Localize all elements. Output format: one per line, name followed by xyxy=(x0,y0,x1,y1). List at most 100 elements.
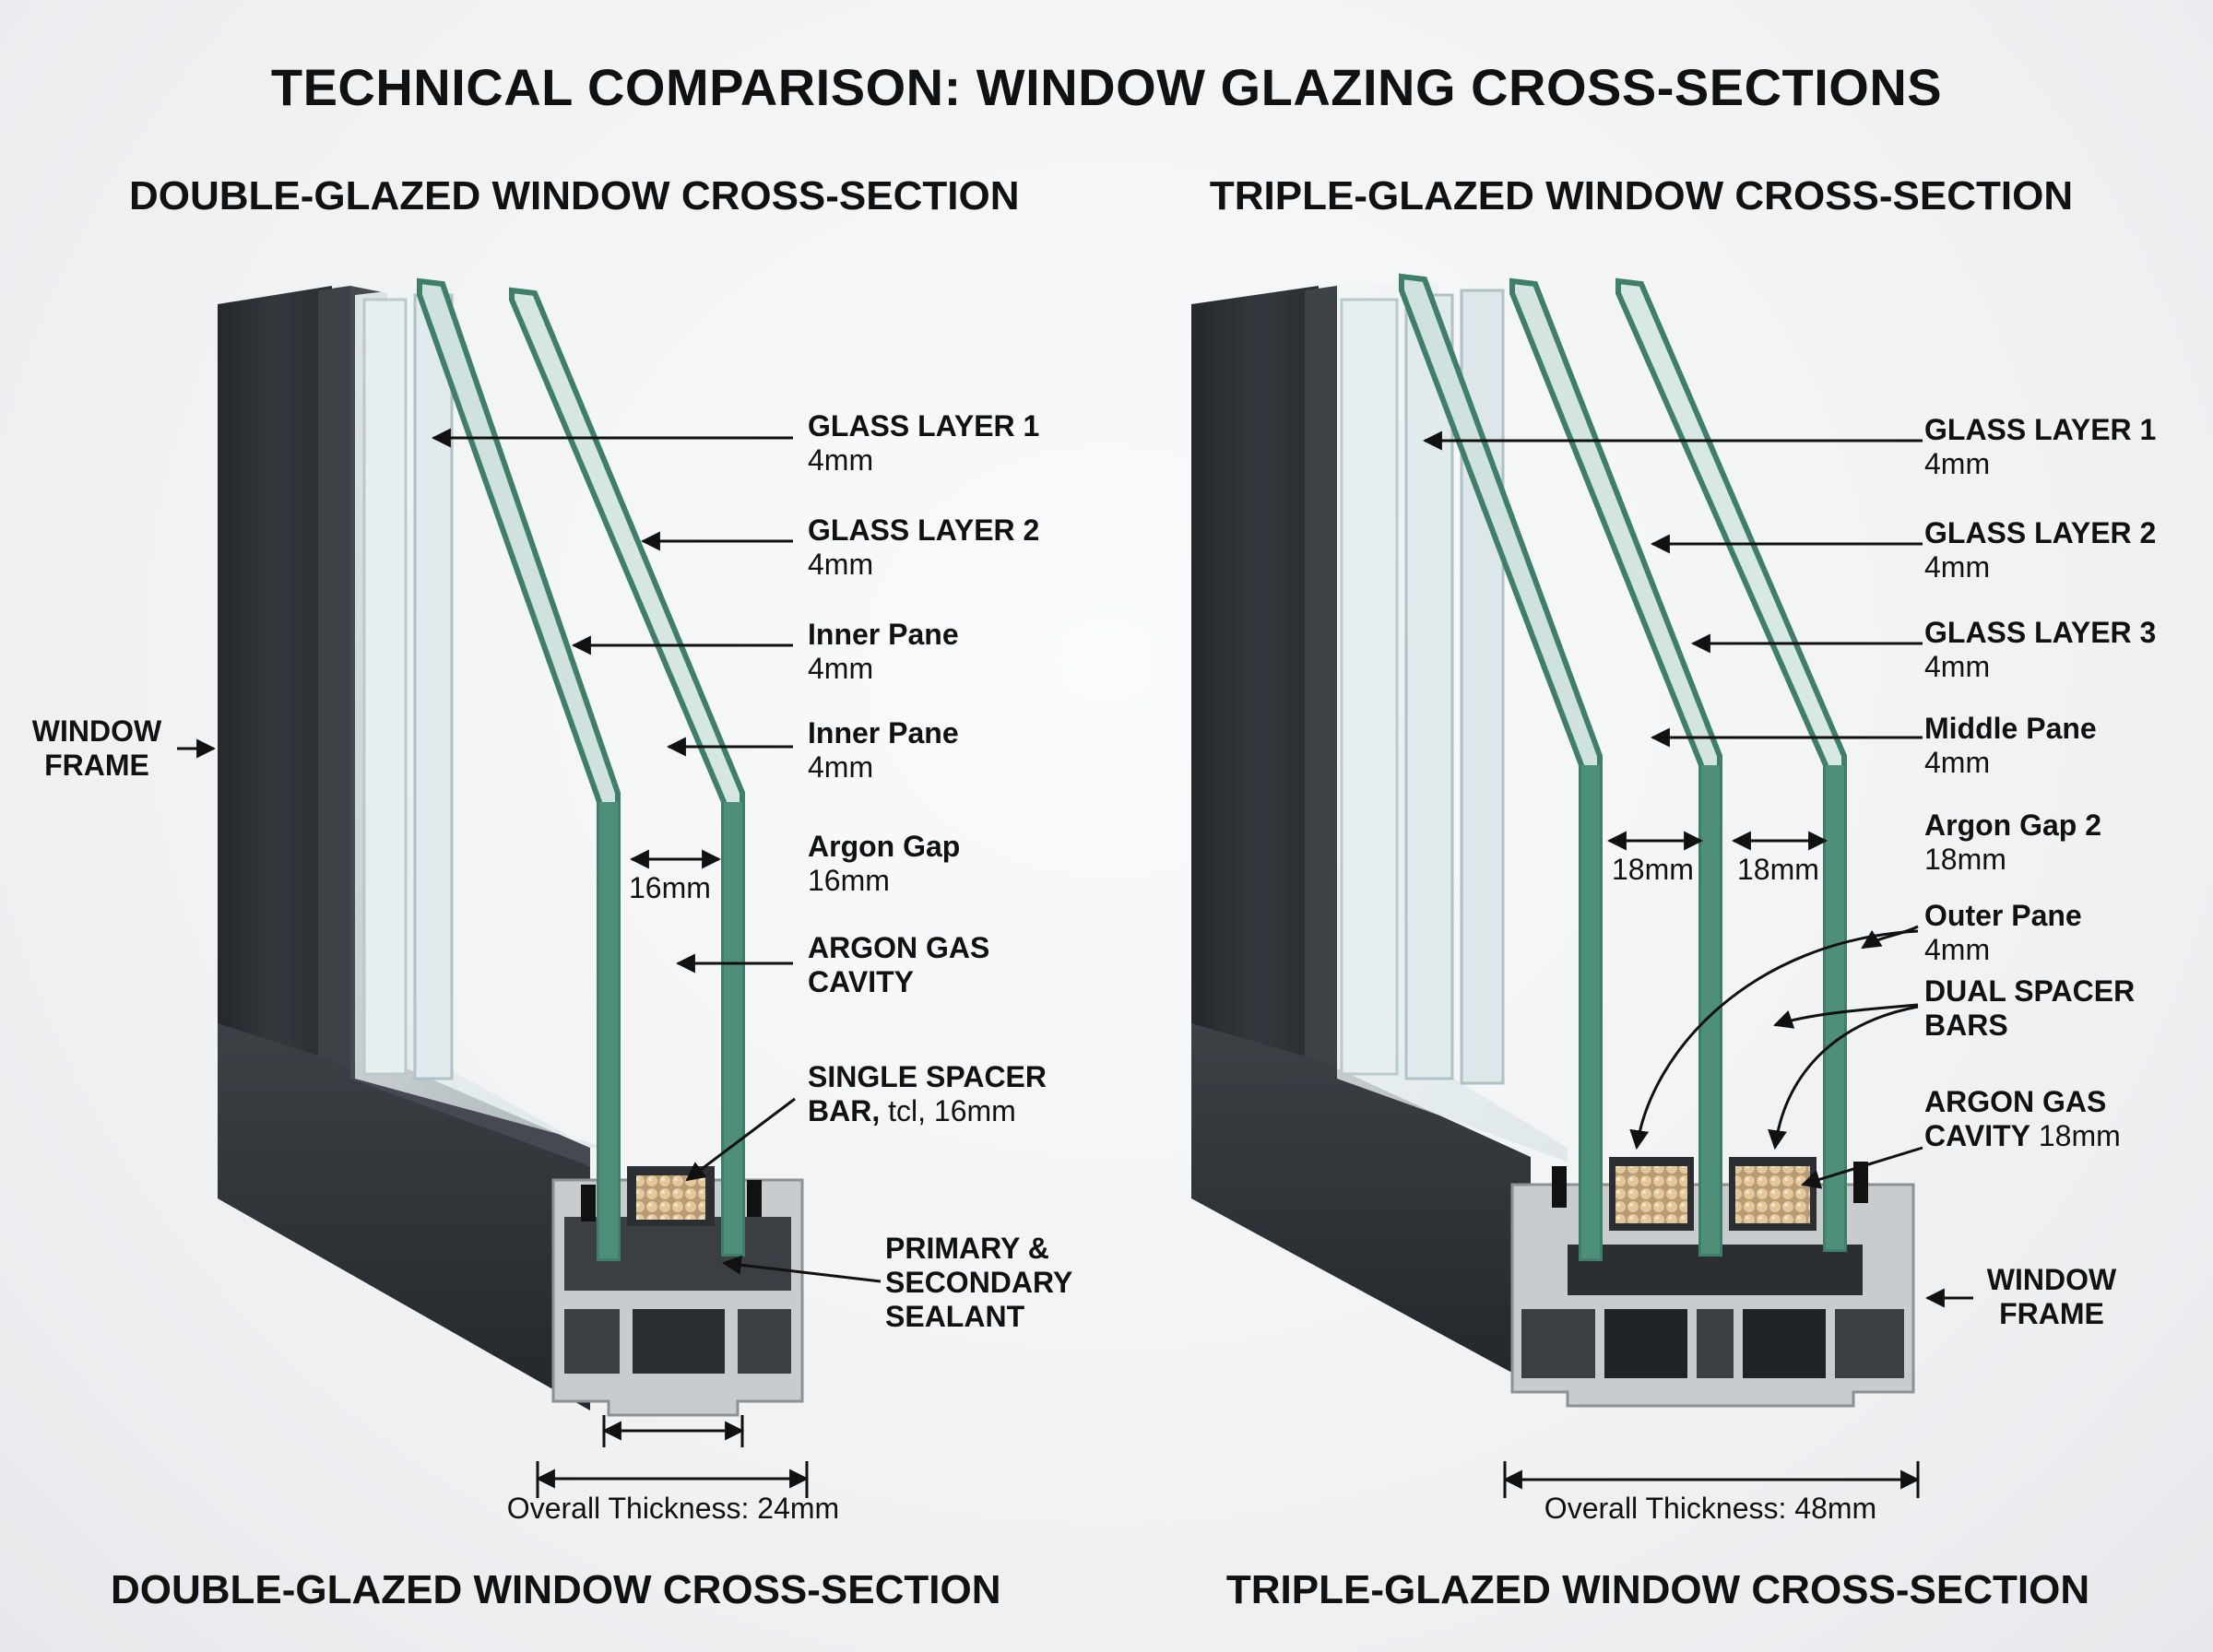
double-label-argon-cavity: ARGON GAS CAVITY xyxy=(808,931,989,999)
triple-desiccant-2 xyxy=(1735,1166,1810,1223)
triple-glass-pane-3 xyxy=(1615,277,1847,1252)
double-frame-label-line1: WINDOW xyxy=(31,714,162,748)
triple-label-argon-cavity: ARGON GAS CAVITY 18mm xyxy=(1924,1085,2121,1153)
double-back-pane-1 xyxy=(362,298,408,1076)
triple-profile-chamber-4 xyxy=(1743,1309,1826,1378)
double-label-inner-pane-1: Inner Pane 4mm xyxy=(808,618,959,686)
label-name: ARGON GAS xyxy=(808,931,990,964)
label-sub: BARS xyxy=(1924,1009,2008,1042)
label-name: Outer Pane xyxy=(1924,899,2082,932)
triple-heading-bottom: TRIPLE-GLAZED WINDOW CROSS-SECTION xyxy=(1225,1567,2090,1612)
double-frame-inner-lip xyxy=(318,286,350,1079)
triple-desiccant-1 xyxy=(1615,1166,1687,1223)
leader-triple-dual-spacer xyxy=(1773,1003,1919,1029)
label-name: GLASS LAYER 3 xyxy=(1924,616,2157,649)
label-sub: 4mm xyxy=(808,443,874,477)
label-sub: 4mm xyxy=(1924,933,1991,966)
label-line2-bold: BAR, xyxy=(808,1094,881,1127)
leader-triple-dual-spacer-2 xyxy=(1768,1005,1919,1150)
triple-back-pane-2 xyxy=(1404,293,1454,1080)
label-line1: PRIMARY & xyxy=(885,1232,1049,1265)
label-line2-rest: tcl, 16mm xyxy=(880,1094,1016,1127)
double-heading-top: DOUBLE-GLAZED WINDOW CROSS-SECTION xyxy=(129,173,1020,218)
label-line2-rest: 18mm xyxy=(2030,1119,2121,1152)
leader-triple-outer-pane xyxy=(1861,925,1919,950)
triple-pane-1-edge xyxy=(1581,765,1600,1258)
triple-frame-bottom xyxy=(1191,1023,1531,1383)
label-sub: 18mm xyxy=(1924,843,2006,876)
leader-triple-argon-cavity xyxy=(1800,1146,1923,1189)
triple-label-outer-pane: Outer Pane 4mm xyxy=(1924,899,2082,967)
double-frame-vertical xyxy=(218,286,332,1079)
label-name: Argon Gap xyxy=(808,830,961,863)
leader-double-sealant xyxy=(721,1255,882,1283)
double-frame-label-line2: FRAME xyxy=(44,749,149,782)
triple-gap-dimension-1: 18mm xyxy=(1612,853,1694,886)
label-sub: 4mm xyxy=(808,652,874,685)
label-sub: 4mm xyxy=(808,548,874,581)
label-line2-bold: CAVITY xyxy=(1924,1119,2030,1152)
triple-frame-label-line2: FRAME xyxy=(1999,1297,2104,1330)
label-name: DUAL SPACER xyxy=(1924,974,2136,1008)
double-pane-1-edge xyxy=(599,802,618,1258)
double-glass-pane-2 xyxy=(509,287,745,1257)
label-sub: 4mm xyxy=(1924,746,1991,779)
double-profile-chamber-3 xyxy=(738,1309,791,1374)
triple-pane-2-edge xyxy=(1701,765,1720,1254)
triple-heading-top: TRIPLE-GLAZED WINDOW CROSS-SECTION xyxy=(1209,173,2074,218)
triple-frame-vertical xyxy=(1191,286,1319,1079)
triple-profile-chamber-1 xyxy=(1521,1309,1595,1378)
label-sub: 4mm xyxy=(1924,447,1991,480)
triple-frame-label-line1: WINDOW xyxy=(1986,1263,2117,1296)
triple-glazed-illustration xyxy=(1191,273,1915,1408)
double-label-glass-layer-1: GLASS LAYER 1 4mm xyxy=(808,409,1039,478)
double-gasket-left xyxy=(581,1185,596,1221)
double-gasket-right xyxy=(747,1180,762,1217)
label-sub: 16mm xyxy=(808,864,890,897)
label-sub: CAVITY xyxy=(808,965,914,998)
label-name: ARGON GAS xyxy=(1924,1085,2107,1118)
double-profile-chamber-2 xyxy=(633,1309,725,1374)
leader-double-spacer xyxy=(685,1097,796,1182)
triple-label-argon-gap-2: Argon Gap 2 18mm xyxy=(1924,808,2101,877)
triple-profile-chamber-2 xyxy=(1604,1309,1687,1378)
label-sub: 4mm xyxy=(1924,550,1991,584)
page-title: TECHNICAL COMPARISON: WINDOW GLAZING CRO… xyxy=(270,58,1943,116)
triple-overall-thickness: Overall Thickness: 48mm xyxy=(1544,1492,1877,1525)
double-label-spacer-bar: SINGLE SPACER BAR, tcl, 16mm xyxy=(808,1060,1047,1128)
label-name: Inner Pane xyxy=(808,618,959,651)
triple-profile-chamber-5 xyxy=(1835,1309,1904,1378)
double-frame-bottom xyxy=(218,1023,590,1410)
triple-pane-3-edge xyxy=(1826,765,1844,1249)
double-overall-thickness: Overall Thickness: 24mm xyxy=(506,1492,840,1525)
triple-gasket-left xyxy=(1552,1166,1567,1208)
label-name: GLASS LAYER 2 xyxy=(1924,516,2157,549)
triple-profile-chamber-3 xyxy=(1697,1309,1734,1378)
triple-back-pane-1 xyxy=(1340,298,1399,1076)
label-name: GLASS LAYER 1 xyxy=(1924,413,2157,446)
label-name: Argon Gap 2 xyxy=(1924,808,2102,842)
double-label-glass-layer-2: GLASS LAYER 2 4mm xyxy=(808,513,1039,582)
label-name: SINGLE SPACER xyxy=(808,1060,1047,1093)
double-profile-chamber-1 xyxy=(564,1309,620,1374)
double-label-inner-pane-2: Inner Pane 4mm xyxy=(808,716,959,785)
label-name: GLASS LAYER 2 xyxy=(808,513,1040,547)
double-pane-2-edge xyxy=(724,802,742,1254)
double-desiccant xyxy=(636,1175,705,1220)
label-name: Middle Pane xyxy=(1924,712,2097,745)
triple-label-middle-pane: Middle Pane 4mm xyxy=(1924,712,2097,780)
double-frame-label: WINDOW FRAME xyxy=(28,714,166,783)
triple-label-glass-layer-2: GLASS LAYER 2 4mm xyxy=(1924,516,2156,584)
triple-gap-dimension-2: 18mm xyxy=(1737,853,1819,886)
triple-label-dual-spacer: DUAL SPACER BARS xyxy=(1924,974,2135,1043)
double-heading-bottom: DOUBLE-GLAZED WINDOW CROSS-SECTION xyxy=(111,1567,1001,1612)
label-name: Inner Pane xyxy=(808,716,959,749)
triple-back-pane-3 xyxy=(1460,289,1505,1085)
leader-triple-outer-pane-spacer xyxy=(1629,929,1919,1150)
triple-label-glass-layer-1: GLASS LAYER 1 4mm xyxy=(1924,413,2156,481)
triple-label-glass-layer-3: GLASS LAYER 3 4mm xyxy=(1924,616,2156,684)
triple-frame-inner-lip xyxy=(1305,286,1337,1079)
label-sub: 4mm xyxy=(1924,650,1991,683)
double-label-argon-gap: Argon Gap 16mm xyxy=(808,830,960,898)
